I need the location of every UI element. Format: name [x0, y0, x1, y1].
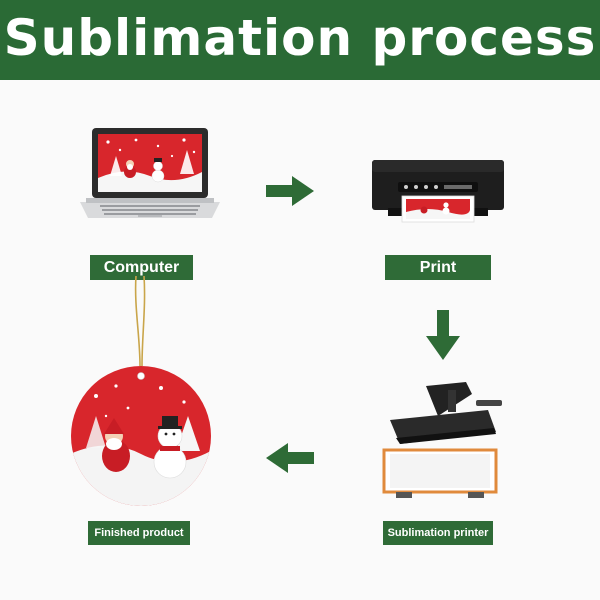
printer-icon	[372, 160, 504, 223]
arrow-down-icon	[426, 310, 460, 360]
step-computer	[80, 126, 220, 226]
step-finished-product	[66, 276, 216, 508]
step-print	[368, 156, 508, 226]
ornament-icon	[71, 276, 211, 506]
heat-press-icon	[382, 382, 502, 498]
step-label-print: Print	[385, 255, 491, 280]
laptop-icon	[80, 128, 220, 218]
step-label-finished-product: Finished product	[88, 521, 190, 545]
step-label-sublimation-printer: Sublimation printer	[383, 521, 493, 545]
arrow-right-icon	[266, 176, 314, 206]
process-diagram: Computer Print	[0, 80, 600, 600]
step-sublimation-printer	[376, 380, 510, 504]
step-label-computer: Computer	[90, 255, 193, 280]
arrow-left-icon	[266, 443, 314, 473]
page-title: Sublimation process	[3, 9, 597, 67]
title-banner: Sublimation process	[0, 0, 600, 80]
